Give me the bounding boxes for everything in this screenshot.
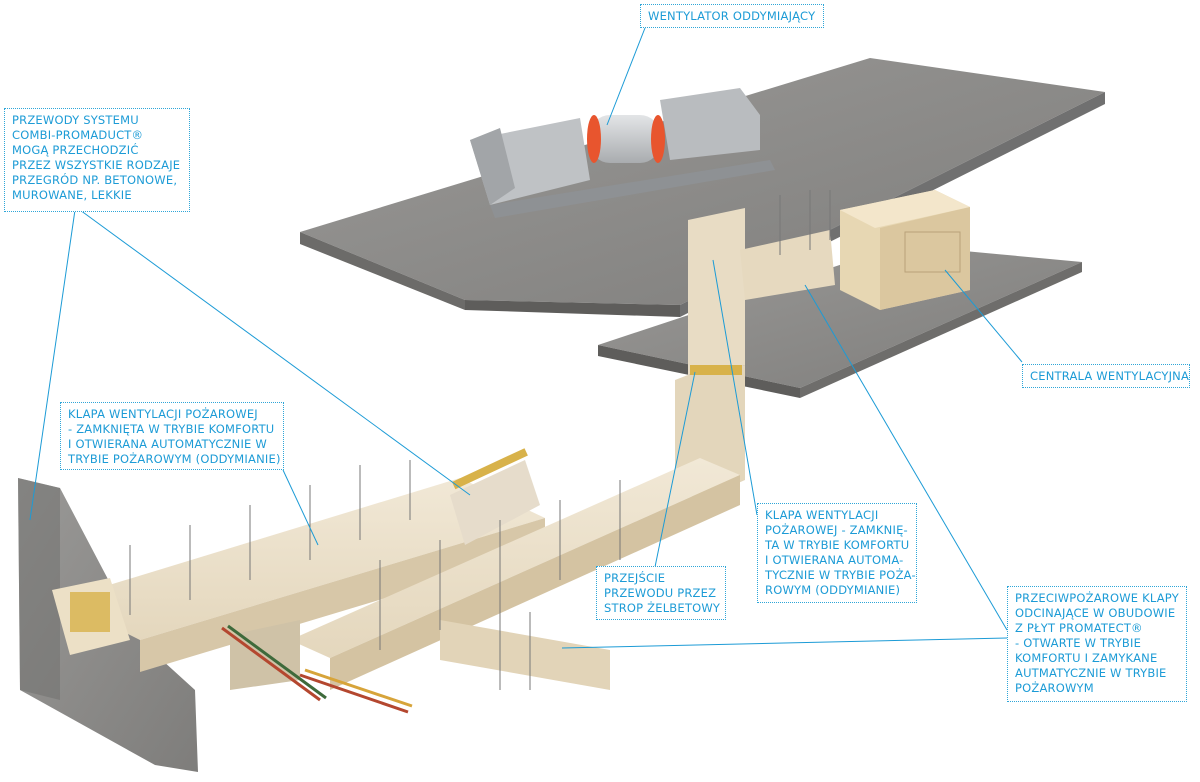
callout-fire-dampers: PRZECIWPOŻAROWE KLAPY ODCINAJĄCE W OBUDO… [1007, 586, 1187, 702]
callout-ducts-note-line: PRZEZ WSZYSTKIE RODZAJE [12, 158, 181, 172]
callout-damper-right: KLAPA WENTYLACJI POŻAROWEJ - ZAMKNIĘ- TA… [757, 503, 917, 603]
callout-ducts-note-line: MUROWANE, LEKKIE [12, 188, 132, 202]
callout-smoke-fan: WENTYLATOR ODDYMIAJĄCY [640, 4, 824, 28]
callout-ducts-note-line: COMBI-PROMADUCT® [12, 128, 144, 142]
callout-leader-lines [29, 27, 1023, 649]
cable-trays [221, 624, 413, 714]
callout-damper-right-line: ROWYM (ODDYMIANIE) [765, 583, 901, 597]
callout-damper-left: KLAPA WENTYLACJI POŻAROWEJ - ZAMKNIĘTA W… [60, 402, 284, 470]
callout-damper-right-line: KLAPA WENTYLACJI [765, 508, 879, 522]
callout-ahu: CENTRALA WENTYLACYJNA [1022, 364, 1190, 388]
callout-fire-dampers-line: Z PŁYT PROMATECT® [1015, 621, 1143, 635]
callout-smoke-fan-line: WENTYLATOR ODDYMIAJĄCY [648, 9, 816, 23]
smoke-exhaust-fan [470, 88, 775, 218]
callout-ducts-note-line: MOGĄ PRZECHODZIĆ [12, 143, 139, 157]
callout-damper-right-line: I OTWIERANA AUTOMA- [765, 553, 904, 567]
callout-damper-right-line: TA W TRYBIE KOMFORTU [765, 538, 910, 552]
duct-network [52, 458, 740, 690]
callout-fire-dampers-line: KOMFORTU I ZAMYKANE [1015, 651, 1158, 665]
fire-damper-housing [450, 448, 540, 545]
callout-fire-dampers-line: ODCINAJĄCE W OBUDOWIE [1015, 606, 1176, 620]
callout-damper-right-line: POŻAROWEJ - ZAMKNIĘ- [765, 523, 908, 537]
callout-penetration-line: PRZEWODU PRZEZ [604, 586, 717, 600]
callout-ducts-note: PRZEWODY SYSTEMU COMBI-PROMADUCT® MOGĄ P… [4, 108, 190, 212]
callout-damper-left-line: I OTWIERANA AUTOMATYCZNIE W [68, 437, 267, 451]
hanger-rods [129, 190, 831, 690]
callout-damper-left-line: - ZAMKNIĘTA W TRYBIE KOMFORTU [68, 422, 275, 436]
callout-damper-left-line: TRYBIE POŻAROWYM (ODDYMIANIE) [68, 452, 281, 466]
callout-ducts-note-line: PRZEWODY SYSTEMU [12, 113, 139, 127]
callout-fire-dampers-line: AUTMATYCZNIE W TRYBIE [1015, 666, 1167, 680]
callout-penetration-line: STROP ŻELBETOWY [604, 601, 721, 615]
callout-damper-left-line: KLAPA WENTYLACJI POŻAROWEJ [68, 407, 258, 421]
callout-fire-dampers-line: PRZECIWPOŻAROWE KLAPY [1015, 591, 1179, 605]
callout-fire-dampers-line: - OTWARTE W TRYBIE [1015, 636, 1142, 650]
callout-penetration-line: PRZEJŚCIE [604, 571, 666, 585]
air-handling-unit [840, 190, 970, 310]
callout-ducts-note-line: PRZEGRÓD NP. BETONOWE, [12, 173, 178, 187]
callout-penetration: PRZEJŚCIE PRZEWODU PRZEZ STROP ŻELBETOWY [596, 566, 726, 620]
callout-ahu-line: CENTRALA WENTYLACYJNA [1030, 369, 1190, 383]
callout-damper-right-line: TYCZNIE W TRYBIE POŻA- [765, 568, 916, 582]
callout-fire-dampers-line: POŻAROWYM [1015, 681, 1094, 695]
